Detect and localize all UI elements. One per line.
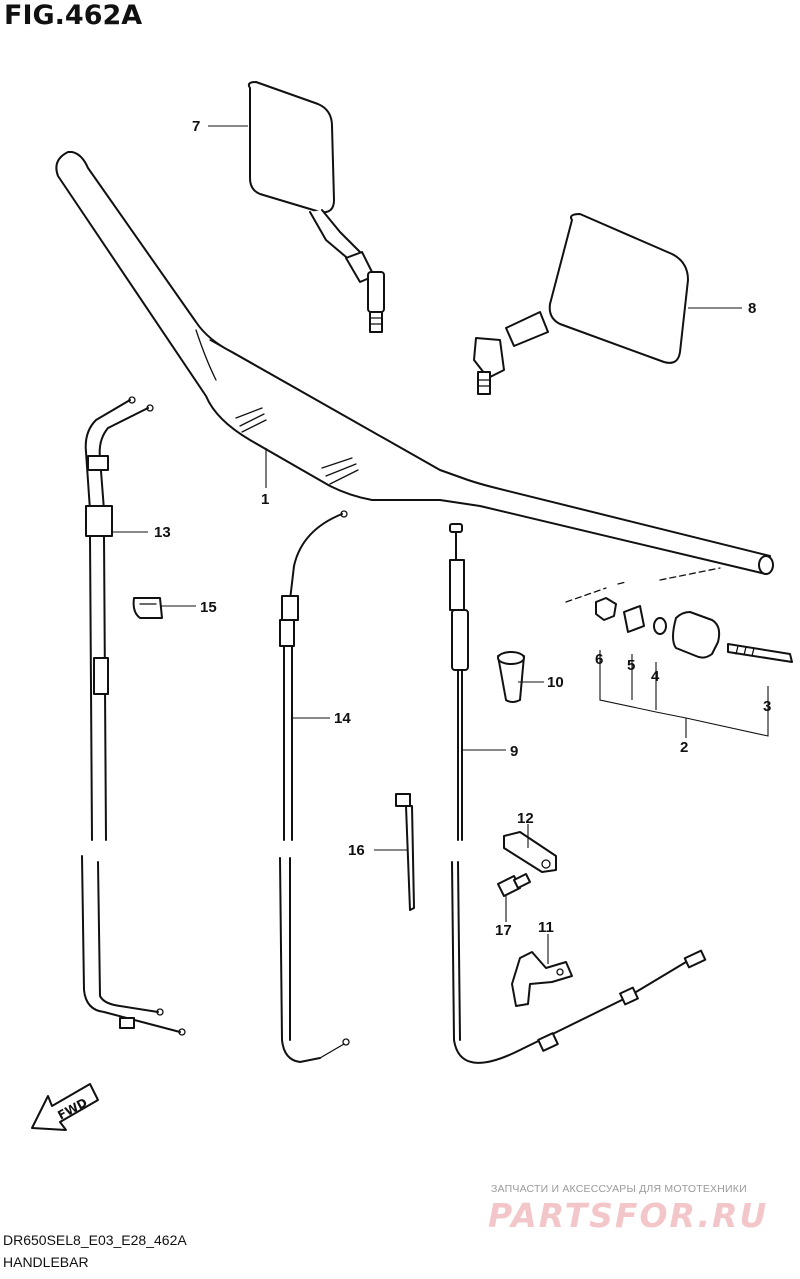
callout-3[interactable]: 3 (763, 698, 771, 715)
callout-11[interactable]: 11 (538, 919, 554, 936)
mirror-right-part-8[interactable] (473, 213, 689, 395)
grip-cap-part-10[interactable] (497, 651, 525, 703)
callout-15[interactable]: 15 (200, 599, 217, 616)
fwd-arrow-icon: FWD (31, 1083, 99, 1131)
section-name: HANDLEBAR (3, 1254, 89, 1270)
nut-part-6[interactable] (595, 597, 617, 621)
watermark-logo: PARTSFOR.RU (488, 1196, 769, 1235)
callout-2[interactable]: 2 (680, 739, 688, 756)
handlebar-part-1[interactable] (55, 151, 774, 575)
watermark-tagline: ЗАПЧАСТИ И АКСЕССУАРЫ ДЛЯ МОТОТЕХНИКИ (491, 1183, 747, 1195)
callout-14[interactable]: 14 (334, 710, 351, 727)
callout-5[interactable]: 5 (627, 657, 635, 674)
callout-6[interactable]: 6 (595, 651, 603, 668)
spacer-part-5[interactable] (623, 605, 645, 633)
callout-10[interactable]: 10 (547, 674, 564, 691)
cable-tie-part-16[interactable] (395, 793, 415, 911)
diagram-code: DR650SEL8_E03_E28_462A (3, 1232, 187, 1248)
bracket-part-12[interactable] (503, 831, 557, 873)
callout-8[interactable]: 8 (748, 300, 756, 317)
cable-guide-part-11[interactable] (511, 951, 573, 1007)
mirror-left-part-7[interactable] (247, 81, 385, 333)
callout-12[interactable]: 12 (517, 810, 534, 827)
bolt-part-17[interactable] (497, 873, 531, 897)
callout-4[interactable]: 4 (651, 668, 660, 685)
throttle-cable-part-13[interactable] (81, 396, 186, 1036)
cable-clamp-part-15[interactable] (132, 597, 163, 619)
starter-cable-part-14[interactable] (279, 510, 350, 1063)
callout-7[interactable]: 7 (192, 118, 200, 135)
bar-end-assembly-part-2[interactable] (565, 567, 793, 663)
callout-numbers: 7 8 1 13 15 6 5 4 10 3 14 2 9 12 16 17 1… (154, 118, 771, 939)
clutch-cable-part-9[interactable] (449, 523, 707, 1064)
callout-9[interactable]: 9 (510, 743, 518, 760)
bolt-part-3[interactable] (727, 643, 793, 663)
callout-1[interactable]: 1 (261, 491, 269, 508)
washer-part-4[interactable] (653, 617, 667, 635)
callout-16[interactable]: 16 (348, 842, 365, 859)
leader-lines (112, 125, 769, 964)
figure-title: FIG.462A (4, 0, 143, 31)
callout-13[interactable]: 13 (154, 524, 171, 541)
callout-17[interactable]: 17 (495, 922, 512, 939)
weight-part-2-body (672, 611, 721, 659)
